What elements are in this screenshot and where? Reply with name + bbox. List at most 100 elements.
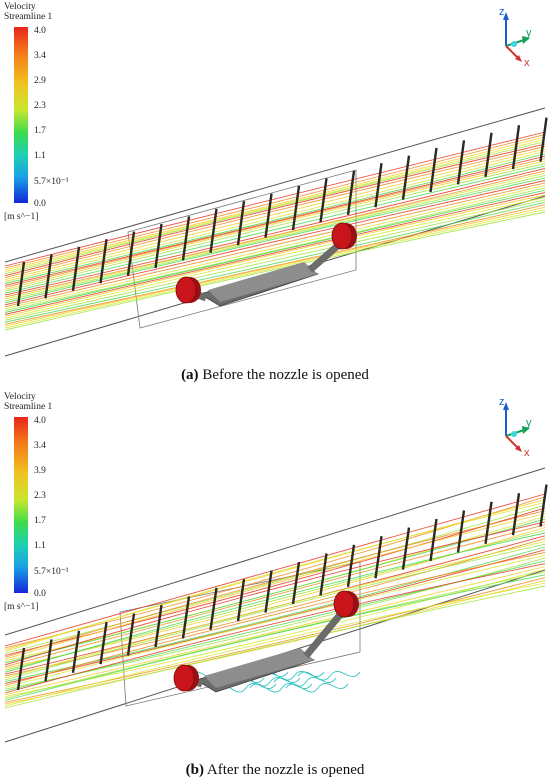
streamline xyxy=(4,493,546,647)
streamline xyxy=(4,163,546,292)
streamline xyxy=(4,187,546,312)
streamline xyxy=(4,136,546,271)
rib-post xyxy=(99,622,108,665)
rib-post xyxy=(71,630,81,673)
streamline xyxy=(4,209,546,329)
rib-post xyxy=(346,170,356,215)
rib-post xyxy=(401,155,411,200)
rib-post xyxy=(236,201,246,246)
caption-text-a: Before the nozzle is opened xyxy=(202,367,369,383)
streamline xyxy=(4,177,546,304)
streamline xyxy=(4,170,546,298)
vortex-streamline xyxy=(285,682,349,693)
rib-post xyxy=(16,647,26,691)
rib-post xyxy=(154,604,163,648)
rib-post xyxy=(209,587,218,630)
axis-y-label: y xyxy=(526,27,532,39)
caption-label-b: (b) xyxy=(185,762,204,778)
rib-post xyxy=(181,216,191,261)
vortex-streamline xyxy=(273,676,337,687)
caption-text-b: After the nozzle is opened xyxy=(206,762,365,778)
rib-post xyxy=(71,246,81,291)
streamline xyxy=(4,510,546,658)
rib-post xyxy=(319,553,328,596)
streamline xyxy=(4,180,546,306)
legend-unit-b: [m s^−1] xyxy=(4,602,39,612)
streamline xyxy=(4,552,546,686)
streamline xyxy=(4,507,546,656)
streamline xyxy=(4,504,546,654)
legend-tick: 4.0 xyxy=(34,416,46,426)
legend-tick: 0.0 xyxy=(34,199,46,209)
vehicle-top xyxy=(204,648,314,688)
streamline xyxy=(4,175,546,302)
streamline xyxy=(4,585,546,709)
rib-post xyxy=(511,493,521,536)
domain-box xyxy=(119,561,361,707)
rib-post xyxy=(484,501,493,544)
legend-tick: 1.7 xyxy=(34,516,46,526)
vehicle-top xyxy=(208,262,318,302)
channel-top-edge xyxy=(4,467,546,636)
rib-post xyxy=(126,613,136,656)
rib-post xyxy=(539,484,548,527)
caption-a: (a) Before the nozzle is opened xyxy=(0,367,550,384)
rib-post xyxy=(374,536,383,579)
streamline xyxy=(4,160,546,290)
rib-post xyxy=(291,185,301,231)
streamline xyxy=(4,155,546,286)
rib-post xyxy=(374,163,383,208)
figure-b-panel: Velocity Streamline 1 4.0 3.4 3.9 2.3 1.… xyxy=(0,390,550,758)
nozzle xyxy=(173,664,195,692)
streamline xyxy=(4,146,546,279)
streamline xyxy=(4,501,546,653)
streamline xyxy=(4,192,546,315)
axis-z-label: z xyxy=(499,396,505,408)
streamline xyxy=(4,518,546,664)
streamline xyxy=(4,532,546,673)
streamline xyxy=(4,143,546,277)
simulation-scene-b xyxy=(4,467,548,743)
axis-y-label: y xyxy=(526,417,532,429)
streamline xyxy=(4,184,546,310)
rib-post xyxy=(484,132,493,177)
velocity-legend-a: Velocity Streamline 1 xyxy=(4,2,114,22)
legend-tick: 2.9 xyxy=(34,76,46,86)
rib-post xyxy=(16,261,26,307)
legend-tick: 1.7 xyxy=(34,126,46,136)
streamline xyxy=(4,138,546,273)
streamline xyxy=(4,199,546,321)
legend-unit-a: [m s^−1] xyxy=(4,212,39,222)
streamline xyxy=(4,158,546,288)
rib-post xyxy=(181,596,191,639)
streamline xyxy=(4,524,546,668)
streamline xyxy=(4,535,546,675)
rib-post xyxy=(154,223,163,269)
rib-post xyxy=(264,193,273,238)
rib-post xyxy=(44,254,53,299)
streamline xyxy=(4,197,546,319)
color-scale-bar-a xyxy=(14,27,28,203)
streamline xyxy=(4,554,546,688)
streamline xyxy=(4,148,546,281)
legend-subtitle-a: Streamline 1 xyxy=(4,12,53,22)
rib-post xyxy=(291,561,301,605)
axis-x-label: x xyxy=(524,57,530,69)
rib-post xyxy=(456,510,466,553)
streamline xyxy=(4,182,546,308)
streamline xyxy=(4,167,546,296)
legend-tick: 1.1 xyxy=(34,151,46,161)
figure-a-panel: Velocity Streamline 1 4.0 3.4 2.9 2.3 1.… xyxy=(0,0,550,362)
rib-post xyxy=(511,125,521,170)
caption-label-a: (a) xyxy=(181,367,199,383)
streamline xyxy=(4,563,546,694)
axis-x-label: x xyxy=(524,447,530,459)
rib-post xyxy=(209,208,218,253)
streamline xyxy=(4,133,546,269)
channel-top-edge xyxy=(4,107,546,263)
nozzle xyxy=(333,590,355,618)
rib-post xyxy=(429,518,438,562)
rib-post xyxy=(539,117,548,162)
axis-triad-b: z y x xyxy=(486,394,536,459)
rib-post xyxy=(126,231,136,276)
